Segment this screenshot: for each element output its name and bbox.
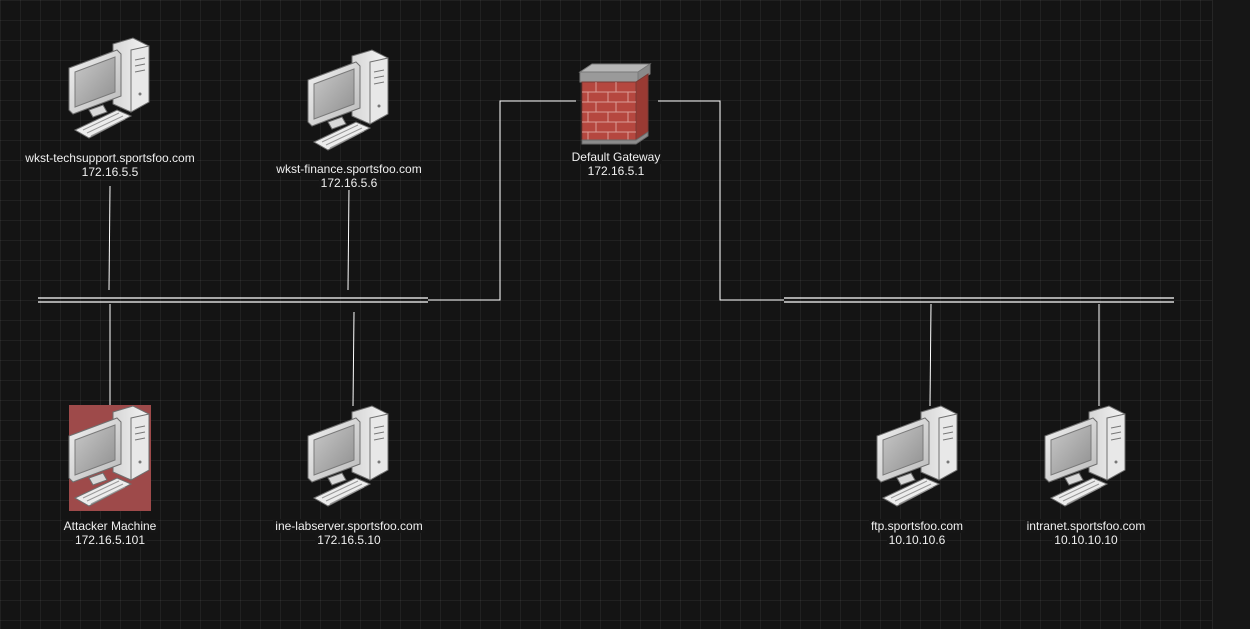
link-techsupport xyxy=(108,185,111,291)
link-gateway-right xyxy=(658,100,784,301)
firewall-icon[interactable] xyxy=(578,63,652,145)
network-segment-left xyxy=(38,297,428,303)
hostname-label: ftp.sportsfoo.com xyxy=(868,519,966,533)
desktop-computer-icon[interactable] xyxy=(876,405,958,507)
ip-label: 172.16.5.5 xyxy=(79,165,141,179)
ip-label: 10.10.10.6 xyxy=(886,533,948,547)
node-label-intranet: intranet.sportsfoo.com 10.10.10.10 xyxy=(971,519,1201,547)
node-label-techsupport: wkst-techsupport.sportsfoo.com 172.16.5.… xyxy=(0,151,225,179)
node-label-finance: wkst-finance.sportsfoo.com 172.16.5.6 xyxy=(234,162,464,190)
hostname-label: intranet.sportsfoo.com xyxy=(1024,519,1148,533)
hostname-label: wkst-techsupport.sportsfoo.com xyxy=(23,151,197,165)
node-label-attacker: Attacker Machine 172.16.5.101 xyxy=(0,519,225,547)
hostname-label: ine-labserver.sportsfoo.com xyxy=(273,519,425,533)
link-labserver xyxy=(352,311,355,407)
ip-label: 172.16.5.10 xyxy=(315,533,383,547)
link-gateway-left xyxy=(428,100,576,301)
hostname-label: Attacker Machine xyxy=(61,519,159,533)
ip-label: 10.10.10.10 xyxy=(1052,533,1120,547)
desktop-computer-icon[interactable] xyxy=(1044,405,1126,507)
desktop-computer-icon[interactable] xyxy=(307,405,389,507)
hostname-label: Default Gateway xyxy=(569,150,663,164)
link-ftp xyxy=(929,303,932,407)
canvas-right-edge xyxy=(1212,0,1250,629)
link-finance xyxy=(347,185,350,291)
ip-label: 172.16.5.101 xyxy=(72,533,148,547)
network-segment-right xyxy=(784,297,1174,303)
ip-label: 172.16.5.1 xyxy=(585,164,647,178)
node-label-ftp: ftp.sportsfoo.com 10.10.10.6 xyxy=(802,519,1032,547)
hostname-label: wkst-finance.sportsfoo.com xyxy=(274,162,424,176)
desktop-computer-icon[interactable] xyxy=(68,37,150,139)
node-label-labserver: ine-labserver.sportsfoo.com 172.16.5.10 xyxy=(234,519,464,547)
ip-label: 172.16.5.6 xyxy=(318,176,380,190)
attacker-machine-icon[interactable] xyxy=(68,405,151,511)
node-label-gateway: Default Gateway 172.16.5.1 xyxy=(501,150,731,178)
desktop-computer-icon[interactable] xyxy=(307,49,389,151)
